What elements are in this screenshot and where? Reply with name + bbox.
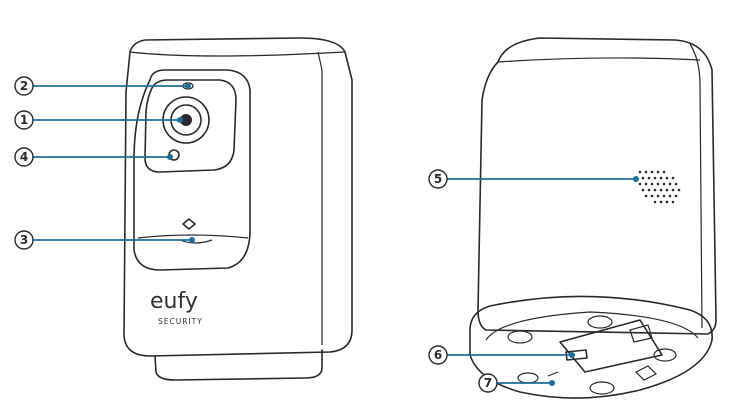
foot-pad [507,330,533,344]
brand-logo: eufy [150,289,198,314]
callout-label-6: 6 [434,348,442,362]
front-side-edge [317,51,323,345]
back-body-outline [477,37,717,335]
back-side-edge [689,43,703,329]
lens-center [180,114,192,126]
lens-housing-outer [133,69,251,271]
usb-port [565,349,588,361]
mount-hook [634,365,658,381]
front-top-cap [129,51,346,57]
callout-label-3: 3 [20,233,28,247]
callout-5: 5 [428,169,639,189]
back-camera [469,37,717,399]
foot-pad [653,348,677,362]
lens-housing-inner [144,79,237,173]
callout-4: 4 [14,147,173,167]
mount-plate [559,319,663,373]
brand-subtext: SECURITY [158,317,203,326]
callout-label-7: 7 [484,376,492,390]
microphone-port [182,218,196,230]
foot-pad [589,381,615,395]
speaker-grille [638,170,681,204]
callout-label-2: 2 [20,79,28,93]
underside-inner-rim [485,311,699,341]
callout-7: 7 [478,373,555,393]
foot-pad [517,372,539,384]
foot-pad [587,315,613,329]
reset-hole [547,371,559,377]
callout-label-5: 5 [434,172,442,186]
callout-1: 1 [14,110,183,130]
front-base [154,349,323,381]
front-body-outline [123,37,353,357]
underside-base [469,295,713,399]
callout-3: 3 [14,230,195,250]
callout-2: 2 [14,76,191,96]
callout-label-4: 4 [20,150,28,164]
callout-label-1: 1 [20,113,28,127]
back-top-edge [497,57,701,63]
front-camera: eufy SECURITY [123,37,353,381]
lower-recess [137,234,249,239]
callout-6: 6 [428,345,575,365]
mount-slot [629,324,653,343]
